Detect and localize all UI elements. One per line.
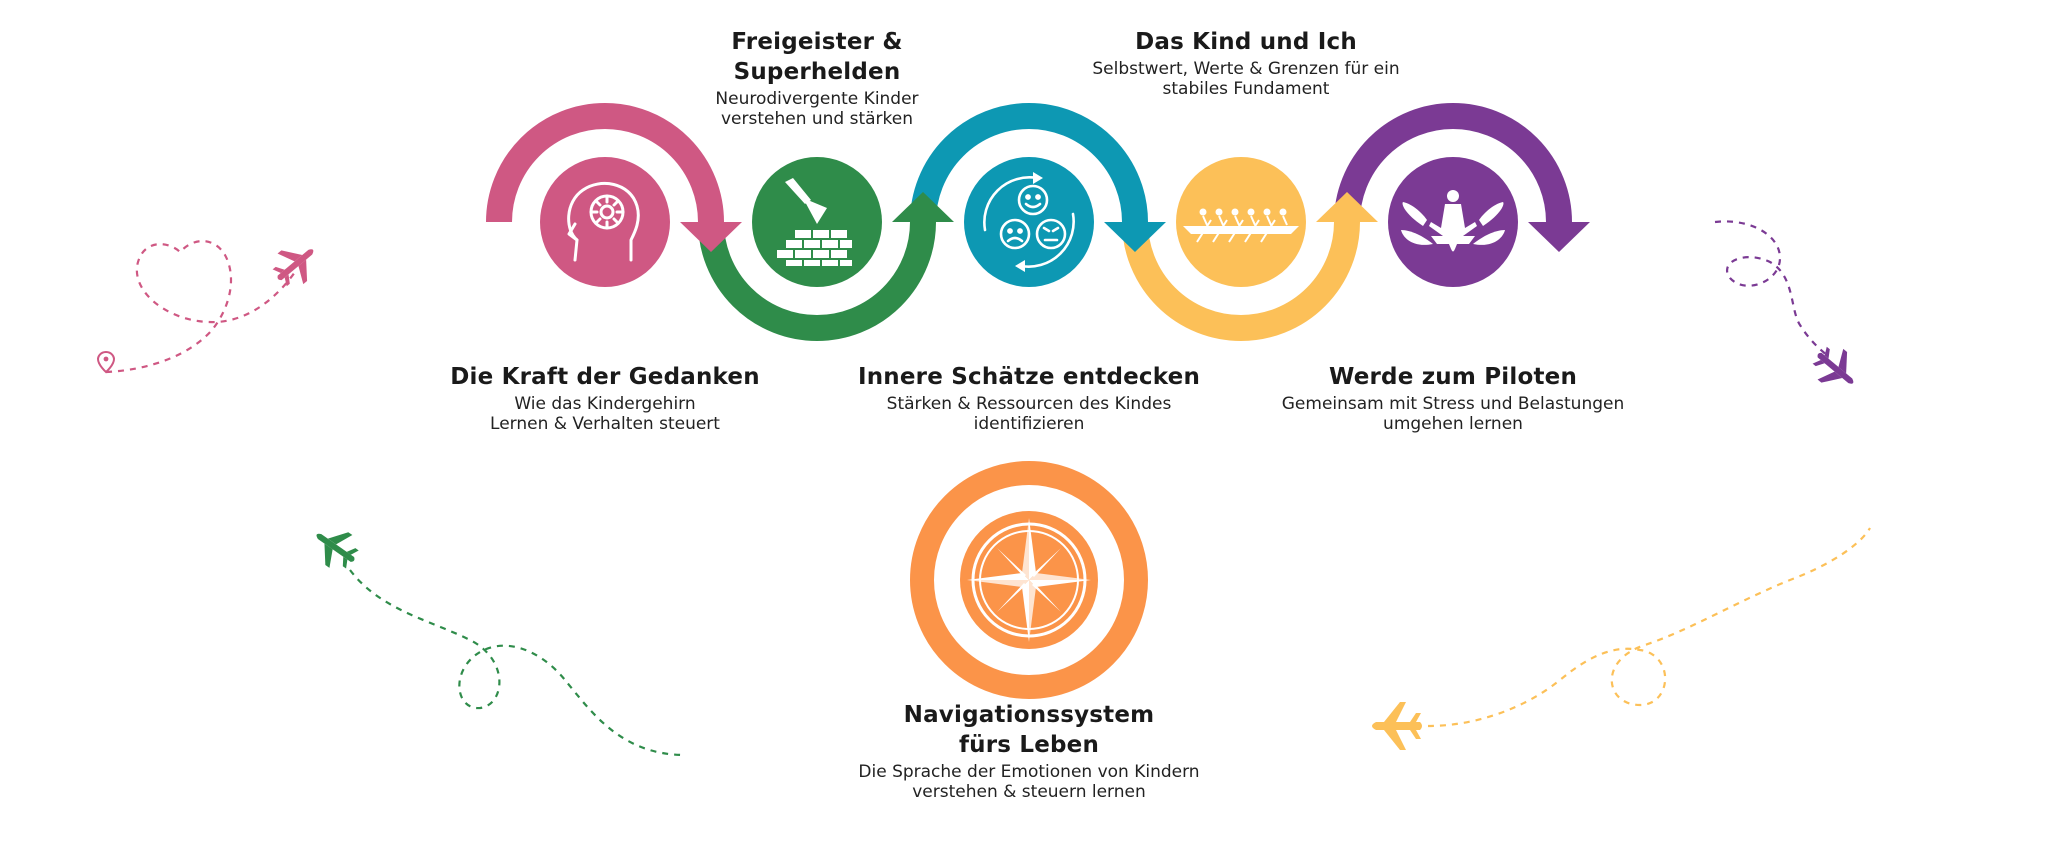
flight-path-pink bbox=[105, 220, 1871, 757]
center-subtitle-line-2: verstehen & steuern lernen bbox=[912, 782, 1146, 802]
step-subtitle-line-1: Selbstwert, Werte & Grenzen für ein bbox=[1092, 59, 1400, 79]
location-pin-icon bbox=[96, 350, 116, 374]
step-title: Die Kraft der Gedanken bbox=[450, 364, 760, 390]
step-label-1: Die Kraft der Gedanken Wie das Kindergeh… bbox=[445, 362, 765, 434]
step-subtitle-line-2: Lernen & Verhalten steuert bbox=[490, 414, 720, 434]
step-label-3: Innere Schätze entdecken Stärken & Resso… bbox=[844, 362, 1214, 434]
emotions-faces-icon bbox=[983, 172, 1075, 272]
step-label-5: Werde zum Piloten Gemeinsam mit Stress u… bbox=[1263, 362, 1643, 434]
step-title: Freigeister & Superhelden bbox=[731, 29, 903, 85]
step-title: Innere Schätze entdecken bbox=[857, 364, 1201, 390]
brain-head-icon bbox=[567, 181, 640, 262]
step-subtitle-line-2: verstehen und stärken bbox=[720, 109, 914, 129]
step-subtitle-line-2: umgehen lernen bbox=[1383, 414, 1523, 434]
step-subtitle-line-1: Neurodivergente Kinder bbox=[715, 89, 919, 109]
airplane-icon-green bbox=[316, 532, 359, 569]
step-subtitle-line-1: Gemeinsam mit Stress und Belastungen bbox=[1281, 394, 1625, 414]
step-subtitle-line-2: stabiles Fundament bbox=[1162, 79, 1330, 99]
arrowhead-purple bbox=[1528, 222, 1590, 252]
step-label-4: Das Kind und Ich Selbstwert, Werte & Gre… bbox=[1076, 27, 1416, 99]
airplane-icon-purple bbox=[1812, 346, 1854, 384]
step-circle-3 bbox=[964, 157, 1094, 287]
dashed-path-pink bbox=[105, 240, 296, 374]
center-label: Navigationssystem fürs Leben Die Sprache… bbox=[824, 700, 1234, 802]
rowing-team-icon bbox=[1183, 208, 1299, 243]
arc-purple bbox=[1334, 103, 1572, 223]
arrowhead-green bbox=[892, 192, 954, 222]
step-subtitle-line-2: identifizieren bbox=[973, 414, 1085, 434]
compass-rose-icon bbox=[967, 518, 1091, 642]
center-title-line-1: Navigationssystem bbox=[903, 702, 1155, 728]
meditation-lotus-icon bbox=[1401, 190, 1505, 252]
arc-green bbox=[698, 221, 936, 341]
step-circle-1 bbox=[540, 157, 670, 287]
step-label-2: Freigeister & Superhelden Neurodivergent… bbox=[647, 27, 987, 129]
arc-yellow bbox=[1122, 221, 1360, 341]
trowel-bricks-icon bbox=[777, 178, 852, 266]
arrowhead-yellow bbox=[1316, 192, 1378, 222]
arrow-heads bbox=[680, 192, 1590, 252]
dashed-path-yellow bbox=[1427, 527, 1871, 728]
arrowhead-pink bbox=[680, 222, 742, 252]
arc-pink bbox=[486, 103, 724, 223]
airplane-icon-yellow bbox=[1372, 702, 1422, 750]
wave-arcs bbox=[486, 103, 1572, 341]
step-subtitle-line-1: Wie das Kindergehirn bbox=[514, 394, 696, 414]
step-title: Das Kind und Ich bbox=[1135, 29, 1357, 55]
dashed-path-purple bbox=[1714, 220, 1829, 357]
step-subtitle-line-1: Stärken & Ressourcen des Kindes bbox=[886, 394, 1172, 414]
center-subtitle-line-1: Die Sprache der Emotionen von Kindern bbox=[858, 762, 1200, 782]
arc-teal bbox=[910, 103, 1148, 223]
center-title-line-2: fürs Leben bbox=[958, 732, 1100, 758]
airplane-icon-pink bbox=[272, 249, 314, 287]
dashed-path-green bbox=[349, 569, 686, 757]
compass-outer-ring bbox=[910, 461, 1148, 699]
step-title: Werde zum Piloten bbox=[1328, 364, 1578, 390]
arrowhead-teal bbox=[1104, 222, 1166, 252]
